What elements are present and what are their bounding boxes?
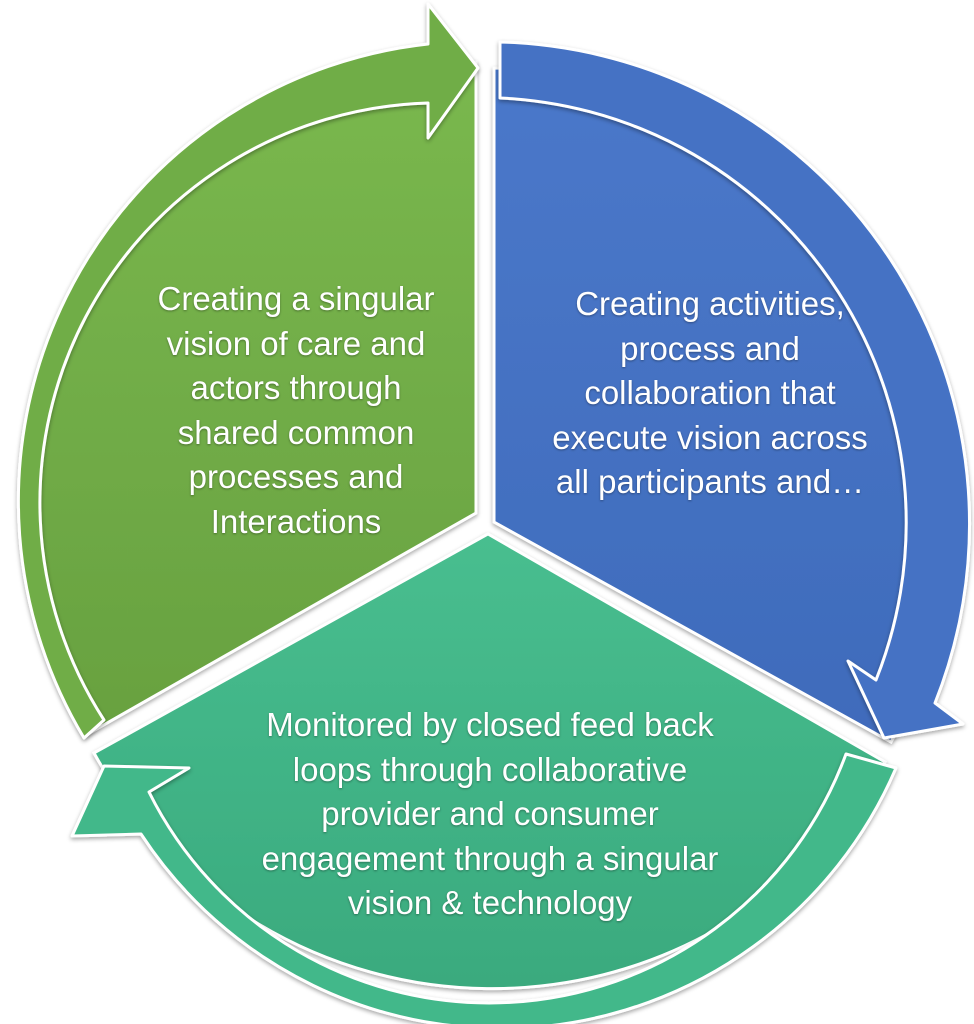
blue-segment-line: execute vision across [552,418,868,456]
green-segment-line: Creating a singular [157,280,435,317]
teal-segment-line: provider and consumer [321,795,659,832]
green-segment-line: Interactions [210,502,382,540]
teal-cycle-arrow [70,752,898,1024]
blue-segment-line: collaboration that [584,374,836,411]
green-cycle-arrow [16,2,480,740]
blue-segment-line: process and [620,329,800,367]
teal-segment-line: Monitored by closed feed back [266,706,714,743]
teal-segment-line: engagement through a singular [261,839,719,877]
blue-cycle-arrow [498,40,972,740]
green-segment-line: actors through [190,369,402,406]
blue-segment-line: Creating activities, [575,285,845,322]
green-segment-line: shared common [177,413,415,451]
green-segment-line: vision of care and [166,324,426,362]
teal-segment-line: vision & technology [347,884,633,921]
blue-segment-line: all participants and… [555,463,865,500]
teal-segment-line: loops through collaborative [292,750,688,788]
blue-segment-text: Creating activities, process and collabora… [505,282,915,505]
green-segment-text: Creating a singular vision of care and act… [118,277,474,544]
teal-segment-text: Monitored by closed feed back loops throu… [195,703,785,926]
green-segment-line: processes and [188,458,404,495]
